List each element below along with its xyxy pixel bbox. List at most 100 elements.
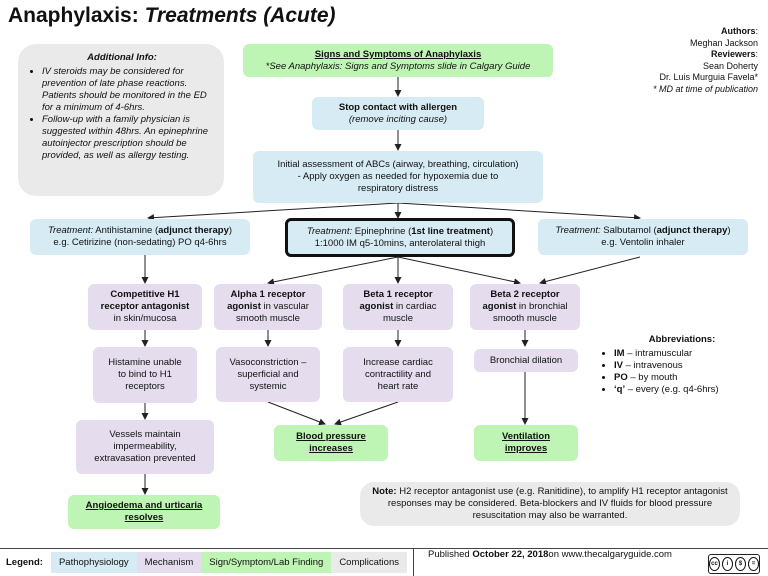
antihistamine-line2: e.g. Cetirizine (non-sedating) PO q4-6hr… (53, 237, 227, 248)
antihistamine-drug: Antihistamine ( (95, 225, 159, 236)
epinephrine-tag: 1st line treatment (411, 225, 490, 237)
additional-info-item: IV steroids may be considered for preven… (42, 66, 216, 114)
legend-bar: Legend: Pathophysiology Mechanism Sign/S… (0, 548, 768, 576)
node-signs-symptoms: Signs and Symptoms of Anaphylaxis *See A… (243, 44, 553, 77)
title-sub: Treatments (Acute) (144, 4, 336, 27)
page-title: Anaphylaxis: Treatments (Acute) (8, 4, 336, 28)
cardiac-line2: contractility and (364, 368, 431, 380)
node-h1-antagonist: Competitive H1 receptor antagonist in sk… (88, 284, 202, 330)
node-antihistamine: Treatment: Antihistamine (adjunct therap… (30, 219, 250, 255)
abbr-term: IM (614, 348, 625, 359)
reviewers-label: Reviewers (710, 49, 756, 59)
node-stop-line1: Stop contact with allergen (338, 101, 458, 113)
abbr-term: IV (614, 360, 623, 371)
abbreviation-item: ‘q’ – every (e.g. q4-6hrs) (614, 384, 754, 396)
node-epinephrine: Treatment: Epinephrine (1st line treatme… (285, 218, 515, 257)
node-abc-line3: respiratory distress (357, 183, 439, 194)
histamine-line1: Histamine unable (108, 357, 182, 368)
note-box: Note: H2 receptor antagonist use (e.g. R… (360, 482, 740, 526)
additional-info-heading: Additional Info: (87, 52, 157, 63)
abbr-def: – every (e.g. q4-6hrs) (625, 384, 719, 395)
beta1-rest1: in cardiac (393, 301, 437, 312)
salbutamol-close: ) (727, 225, 731, 236)
authors-footnote: * MD at time of publication (652, 83, 758, 94)
note-label: Note: (372, 486, 397, 497)
antihistamine-tag: adjunct therapy (158, 225, 229, 236)
node-bp-increases: Blood pressure increases (274, 425, 388, 461)
node-cardiac-contractility: Increase cardiac contractility and heart… (343, 347, 453, 402)
cardiac-line1: Increase cardiac (363, 356, 433, 368)
authors-label: Authors (720, 26, 756, 36)
h1-rest: in skin/mucosa (113, 313, 177, 324)
node-salbutamol: Treatment: Salbutamol (adjunct therapy) … (538, 219, 748, 255)
abbr-def: – intravenous (622, 360, 683, 371)
node-stop-line2: (remove inciting cause) (348, 113, 448, 125)
arrow-abc-antihistamine (147, 202, 399, 222)
node-beta1-agonist: Beta 1 receptor agonist in cardiac muscl… (343, 284, 453, 330)
antihistamine-prefix: Treatment: (47, 225, 94, 236)
arrow-epi-beta2 (397, 256, 521, 286)
histamine-line2: to bind to H1 (118, 369, 172, 380)
node-alpha1-agonist: Alpha 1 receptor agonist in vascular smo… (214, 284, 322, 330)
beta2-rest2: smooth muscle (493, 313, 557, 324)
vessels-line1: Vessels maintain (109, 429, 181, 440)
node-abc-line1: Initial assessment of ABCs (airway, brea… (277, 159, 519, 170)
abbr-def: – by mouth (627, 372, 678, 383)
node-signs-line2: *See Anaphylaxis: Signs and Symptoms sli… (265, 60, 531, 72)
alpha1-bold1: Alpha 1 receptor (230, 289, 306, 300)
histamine-line3: receptors (125, 381, 165, 392)
abbr-term: PO (614, 372, 628, 383)
h1-bold1: Competitive H1 (110, 289, 180, 300)
node-vasoconstriction: Vasoconstriction – superficial and syste… (216, 347, 320, 402)
legend-label: Legend: (6, 557, 43, 568)
epinephrine-drug: Epinephrine ( (354, 225, 412, 237)
node-bronchial-dilation: Bronchial dilation (474, 349, 578, 372)
angioedema-line1: Angioedema and urticaria (85, 500, 203, 511)
authors-block: Authors: Meghan Jackson Reviewers: Sean … (652, 26, 758, 94)
alpha1-bold2: agonist (227, 301, 261, 312)
title-main: Anaphylaxis: (8, 4, 139, 27)
vessels-line3: extravasation prevented (94, 453, 196, 464)
note-text: H2 receptor antagonist use (e.g. Ranitid… (387, 486, 728, 521)
vaso-line3: systemic (249, 380, 287, 392)
published-info: Published October 22, 2018 on www.thecal… (412, 549, 672, 576)
salbutamol-prefix: Treatment: (555, 225, 601, 236)
salbutamol-tag: adjunct therapy (656, 225, 728, 236)
beta1-rest2: muscle (382, 313, 414, 324)
abbreviation-item: IV – intravenous (614, 360, 754, 372)
beta2-rest1: in bronchial (516, 301, 568, 312)
node-stop-contact: Stop contact with allergen (remove incit… (312, 97, 484, 130)
published-date: October 22, 2018 (472, 549, 549, 560)
node-abc-line2: - Apply oxygen as needed for hypoxemia d… (297, 171, 499, 182)
angioedema-line2: resolves (124, 512, 164, 523)
arrow-vaso-bp (267, 401, 326, 426)
published-suffix: on www.thecalgaryguide.com (548, 549, 672, 560)
antihistamine-close: ) (228, 225, 233, 236)
node-angioedema-resolves: Angioedema and urticaria resolves (68, 495, 220, 529)
vaso-line2: superficial and (237, 368, 299, 380)
epinephrine-close: ) (489, 225, 494, 237)
abbr-def: – intramuscular (624, 348, 693, 359)
arrow-cardiac-bp (334, 401, 399, 426)
legend-complications: Complications (331, 552, 407, 573)
arrow-salb-beta2 (539, 256, 641, 285)
author-1: Meghan Jackson (689, 37, 758, 48)
node-beta2-agonist: Beta 2 receptor agonist in bronchial smo… (470, 284, 580, 330)
alpha1-rest1: in vascular (260, 301, 309, 312)
abbreviation-item: PO – by mouth (614, 372, 754, 384)
ventilation-line2: improves (504, 443, 548, 454)
abbreviations-heading: Abbreviations: (648, 334, 716, 345)
salbutamol-line2: e.g. Ventolin inhaler (601, 237, 685, 248)
epinephrine-line2: 1:1000 IM q5-10mins, anterolateral thigh (314, 237, 486, 249)
bp-line1: Blood pressure (296, 431, 366, 442)
reviewer-1: Sean Doherty (702, 60, 758, 71)
legend-pathophysiology: Pathophysiology (50, 552, 137, 573)
additional-info-item: Follow-up with a family physician is sug… (42, 114, 216, 162)
arrow-abc-salbutamol (397, 202, 641, 222)
abbreviation-item: IM – intramuscular (614, 348, 754, 360)
ventilation-line1: Ventilation (501, 431, 551, 442)
reviewer-2: Dr. Luis Murguia Favela* (659, 72, 758, 82)
bronchial-line1: Bronchial dilation (489, 354, 563, 366)
beta1-bold2: agonist (359, 301, 394, 312)
